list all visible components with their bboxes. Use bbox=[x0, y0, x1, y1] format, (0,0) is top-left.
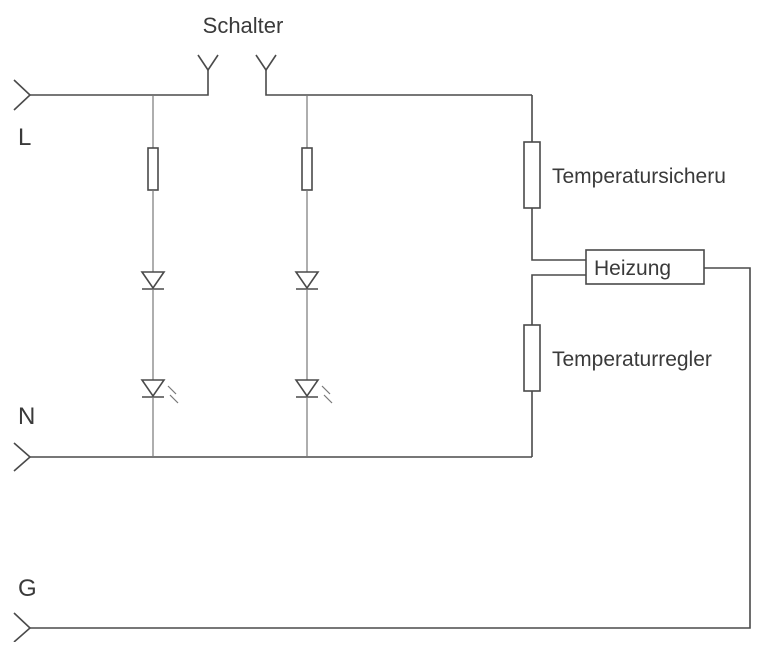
diode-1-icon bbox=[140, 271, 166, 290]
terminal-L-icon bbox=[13, 79, 32, 111]
ground-wire bbox=[30, 267, 751, 629]
indicator-branch-2 bbox=[294, 95, 333, 457]
resistor-1-icon bbox=[147, 147, 159, 191]
heater-label: Heizung bbox=[594, 257, 671, 280]
thermostat-icon bbox=[523, 324, 541, 392]
diode-2-icon bbox=[294, 271, 320, 290]
led-1-icon bbox=[140, 379, 179, 404]
thermal-fuse-label: Temperatursicheru bbox=[552, 165, 726, 188]
terminal-N-icon bbox=[13, 442, 32, 472]
resistor-2-icon bbox=[301, 147, 313, 191]
thermostat-label: Temperaturregler bbox=[552, 348, 712, 371]
switch-icon bbox=[30, 54, 532, 96]
switch-label: Schalter bbox=[203, 13, 284, 38]
label-N: N bbox=[18, 403, 35, 430]
led-2-icon bbox=[294, 379, 333, 404]
heating-branch bbox=[523, 95, 705, 457]
thermal-fuse-icon bbox=[523, 141, 541, 209]
heater-icon bbox=[585, 249, 705, 285]
label-L: L bbox=[18, 124, 31, 151]
label-G: G bbox=[18, 575, 37, 602]
indicator-branch-1 bbox=[140, 95, 179, 457]
terminal-G-icon bbox=[13, 612, 32, 643]
